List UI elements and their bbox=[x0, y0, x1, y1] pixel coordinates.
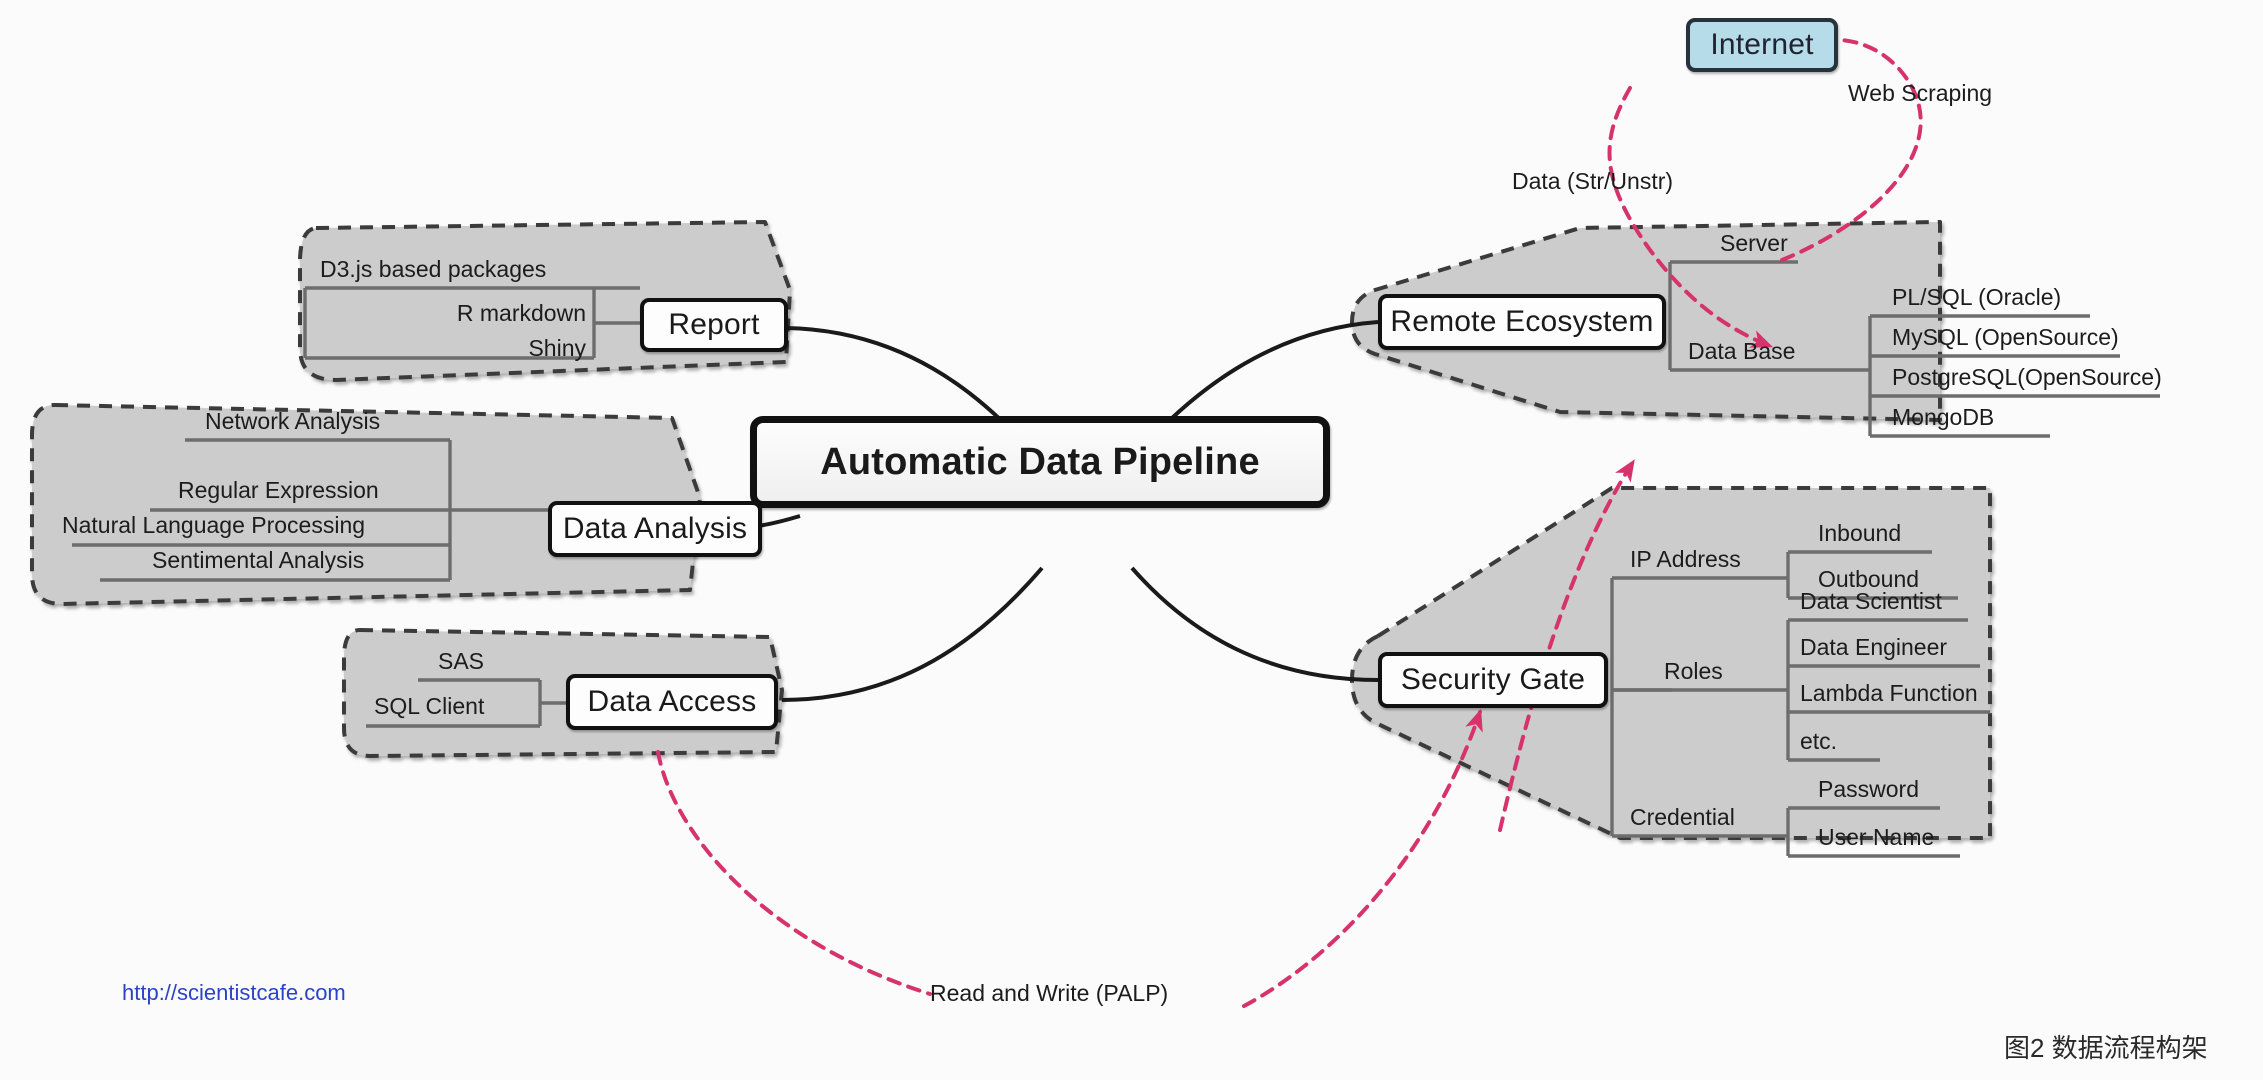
leaf-ip-address[interactable]: IP Address bbox=[1630, 546, 1741, 572]
leaf-sql-client[interactable]: SQL Client bbox=[374, 693, 485, 719]
node-label: Remote Ecosystem bbox=[1390, 305, 1654, 338]
flow-dataaccess-to-read-write bbox=[656, 750, 932, 996]
leaf-natural-language-processing[interactable]: Natural Language Processing bbox=[62, 512, 366, 538]
leaf-lambda-function[interactable]: Lambda Function bbox=[1800, 680, 1978, 706]
flow-securitygate-to-remote bbox=[1498, 459, 1635, 832]
leaf-mysql-opensource[interactable]: MySQL (OpenSource) bbox=[1892, 324, 2119, 350]
annotation-web-scraping: Web Scraping bbox=[1848, 80, 1993, 106]
central-links bbox=[689, 320, 1379, 702]
node-label: Report bbox=[668, 308, 760, 341]
flow-webscraping-to-internet bbox=[1780, 29, 1923, 262]
leaf-inbound[interactable]: Inbound bbox=[1818, 520, 1902, 546]
leaf-plsql-oracle[interactable]: PL/SQL (Oracle) bbox=[1892, 284, 2062, 310]
figure-caption: 图2 数据流程构架 bbox=[2004, 1033, 2208, 1063]
node-data-analysis[interactable]: Data Analysis bbox=[548, 501, 762, 557]
leaf-user-name[interactable]: User Name bbox=[1818, 824, 1935, 850]
leaf-outbound[interactable]: Outbound bbox=[1818, 566, 1920, 592]
node-report[interactable]: Report bbox=[640, 298, 788, 352]
annotation-data-str-unstr: Data (Str/Unstr) bbox=[1512, 168, 1674, 194]
leaf-network-analysis[interactable]: Network Analysis bbox=[205, 408, 381, 434]
leaf-password[interactable]: Password bbox=[1818, 776, 1919, 802]
leaf-shiny[interactable]: Shiny bbox=[528, 335, 586, 361]
leaf-sentimental-analysis[interactable]: Sentimental Analysis bbox=[152, 547, 365, 573]
flow-read-write-to-securitygate bbox=[1242, 708, 1483, 1008]
leaf-data-base[interactable]: Data Base bbox=[1688, 338, 1796, 364]
node-data-access[interactable]: Data Access bbox=[566, 674, 778, 730]
link-security-to-central bbox=[1130, 566, 1379, 682]
flow-arrows bbox=[656, 29, 1923, 1008]
leaf-data-scientist[interactable]: Data Scientist bbox=[1800, 588, 1942, 614]
link-access-to-central bbox=[781, 566, 1044, 702]
node-label: Security Gate bbox=[1400, 663, 1586, 696]
leaf-data-engineer[interactable]: Data Engineer bbox=[1800, 634, 1948, 660]
leaf-mongodb[interactable]: MongoDB bbox=[1892, 404, 1995, 430]
leaf-etc[interactable]: etc. bbox=[1800, 728, 1838, 754]
annotation-read-and-write: Read and Write (PALP) bbox=[930, 980, 1169, 1006]
leaf-sas[interactable]: SAS bbox=[438, 648, 485, 674]
node-label: Data Access bbox=[587, 685, 757, 718]
node-remote-ecosystem[interactable]: Remote Ecosystem bbox=[1378, 294, 1666, 350]
source-url-link[interactable]: http://scientistcafe.com bbox=[122, 980, 346, 1005]
leaf-regular-expression[interactable]: Regular Expression bbox=[178, 477, 379, 503]
leaf-credential[interactable]: Credential bbox=[1630, 804, 1735, 830]
leaf-d3js-based-packages[interactable]: D3.js based packages bbox=[320, 256, 547, 282]
leaf-r-markdown[interactable]: R markdown bbox=[456, 300, 586, 326]
node-automatic-data-pipeline[interactable]: Automatic Data Pipeline bbox=[750, 416, 1330, 508]
node-label: Automatic Data Pipeline bbox=[820, 440, 1260, 483]
node-label: Internet bbox=[1710, 28, 1814, 61]
node-security-gate[interactable]: Security Gate bbox=[1378, 652, 1608, 708]
leaf-server[interactable]: Server bbox=[1720, 230, 1788, 256]
node-internet[interactable]: Internet bbox=[1686, 18, 1838, 72]
leaf-roles[interactable]: Roles bbox=[1664, 658, 1723, 684]
node-label: Data Analysis bbox=[562, 512, 748, 545]
leaf-postgresql-opensource[interactable]: PostgreSQL(OpenSource) bbox=[1892, 364, 2162, 390]
